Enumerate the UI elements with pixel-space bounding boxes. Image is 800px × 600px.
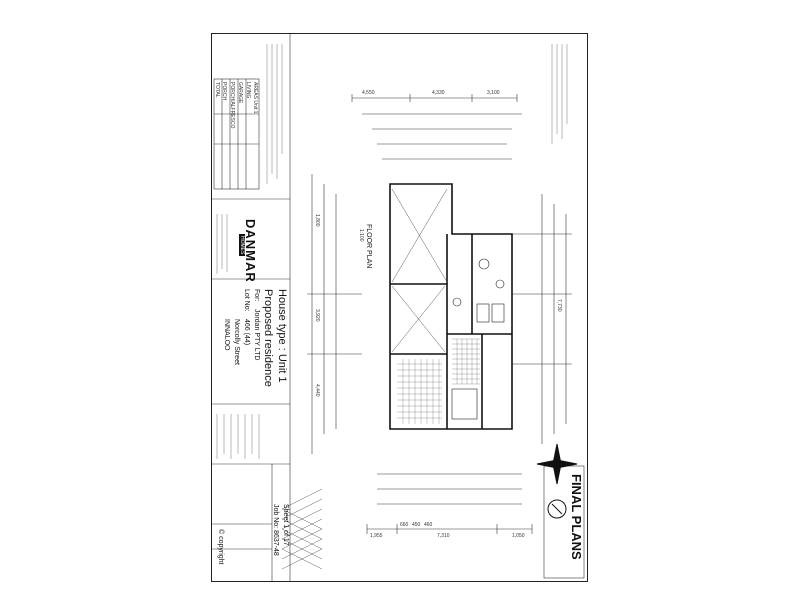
dimension-label: 1,050 — [512, 533, 525, 539]
final-plans-stamp: FINAL PLANS — [569, 474, 584, 560]
areas-row: PORCH — [221, 82, 227, 101]
areas-row: TOTAL — [214, 82, 220, 98]
areas-row: GARAGE — [237, 82, 243, 104]
suburb-name: INNALOO — [223, 319, 230, 351]
dimension-label: 1,800 — [314, 214, 320, 227]
street-name: Norcolly Street — [233, 319, 240, 365]
dimension-label: 660 — [400, 522, 409, 528]
areas-row: LIVING — [245, 82, 251, 99]
lot-number: 466 (44) — [243, 319, 250, 346]
for-label: For: — [253, 289, 260, 302]
lot-label: Lot No: — [243, 289, 250, 312]
dimension-label: 4,440 — [314, 384, 320, 397]
company-logo: DANMAR — [243, 219, 258, 283]
dimension-label: 3,100 — [487, 90, 500, 96]
dimension-label: 1,955 — [370, 533, 383, 539]
areas-row: PORCH/ALFRESCO — [229, 82, 235, 129]
dimension-label: 450 — [412, 522, 421, 528]
areas-title: AREAS Unit 1 — [252, 82, 258, 114]
dimension-label: 3,920 — [314, 309, 320, 322]
floor-plan-drawing — [212, 34, 585, 581]
job-number: Job No: 8637-48 — [272, 504, 279, 556]
sheet-number: Sheet 1 of 17 — [282, 504, 289, 546]
drawing-sheet: FINAL PLANS Sheet 1 of 17 Job No: 8637-4… — [211, 33, 588, 582]
floor-plan-scale: 1:100 — [358, 229, 364, 242]
house-type: House type : Unit 1 — [276, 289, 288, 383]
dimension-label: 4,550 — [362, 90, 375, 96]
proposed-residence: Proposed residence — [262, 289, 274, 387]
dimension-label: 7,310 — [437, 533, 450, 539]
copyright-label: © copyright — [217, 529, 224, 565]
client-name: Jordan PTY LTD — [253, 309, 260, 361]
dimension-label: 460 — [424, 522, 433, 528]
company-logo-sub: HOMES — [239, 234, 245, 257]
dimension-label: 4,330 — [432, 90, 445, 96]
dimension-label: 7,730 — [556, 299, 562, 312]
floor-plan-title: FLOOR PLAN — [365, 224, 372, 269]
